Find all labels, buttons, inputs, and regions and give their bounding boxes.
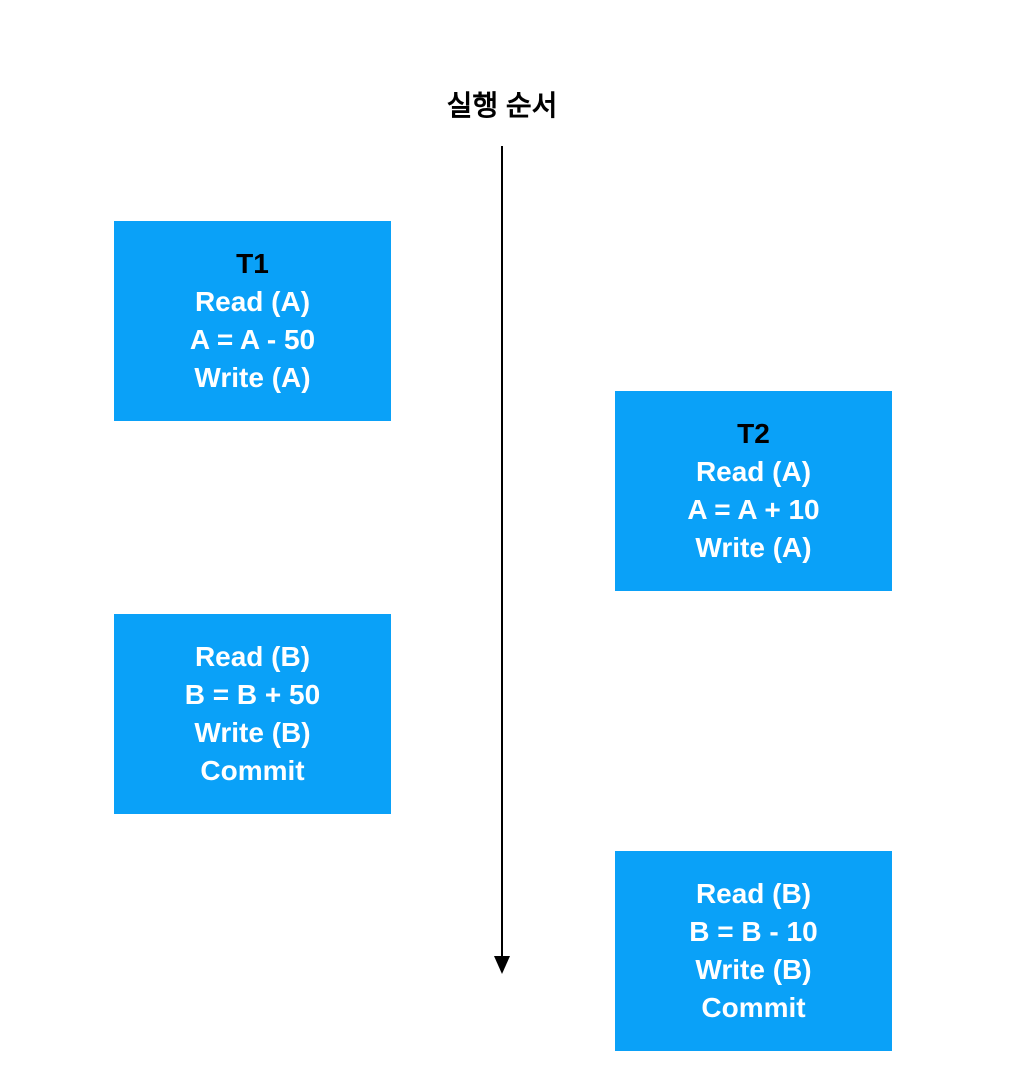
box-line: A = A + 10 [687,494,820,525]
transaction-label: T1 [236,248,269,279]
box-line: Commit [701,992,806,1023]
box-line: B = B + 50 [184,679,321,710]
diagram-title: 실행 순서 [446,90,558,121]
box-line: Read (A) [194,286,311,317]
arrow-down-icon [494,956,510,974]
transaction-box-t1-step1: T1 Read (A) A = A - 50 Write (A) [114,221,391,421]
box-line: Write (B) [695,954,812,985]
box-line: B = B - 10 [689,916,818,947]
box-line: Write (A) [695,532,812,563]
transaction-box-t2-step2: Read (B) B = B - 10 Write (B) Commit [615,851,892,1051]
box-line: Commit [200,755,305,786]
box-line: A = A - 50 [189,324,316,355]
transaction-box-t2-step1: T2 Read (A) A = A + 10 Write (A) [615,391,892,591]
transaction-label: T2 [737,418,770,449]
box-line: Read (B) [194,641,311,672]
box-line: Write (A) [194,362,311,393]
box-line: Read (A) [695,456,812,487]
box-line: Write (B) [194,717,311,748]
box-line: Read (B) [695,878,812,909]
transaction-box-t1-step2: Read (B) B = B + 50 Write (B) Commit [114,614,391,814]
arrow-line [501,146,503,958]
